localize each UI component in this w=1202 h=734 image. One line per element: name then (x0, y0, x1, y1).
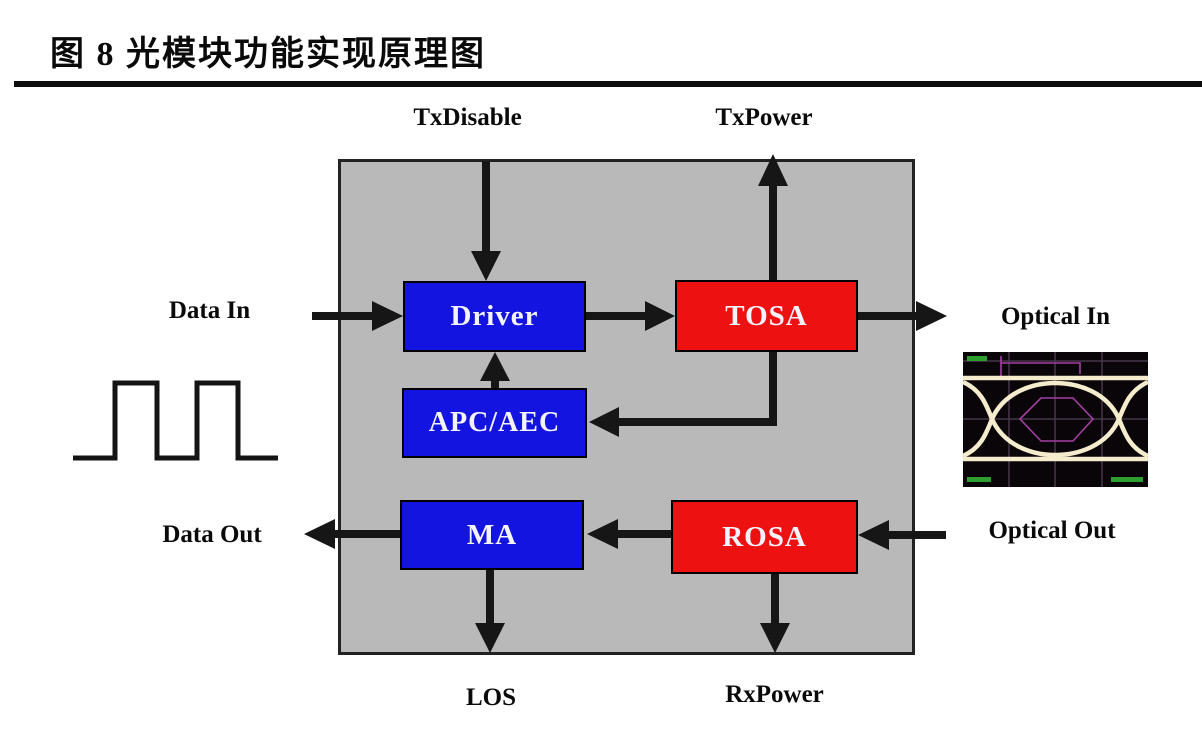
block-rosa-label: ROSA (722, 520, 807, 553)
label-txpower: TxPower (715, 104, 813, 131)
block-ma-label: MA (466, 518, 518, 551)
label-los: LOS (465, 684, 517, 711)
arrow-ma-to-data-out (304, 519, 401, 549)
arrow-los (475, 570, 505, 653)
label-data-in: Data In (168, 297, 251, 324)
title-divider (14, 81, 1202, 87)
block-tosa-label: TOSA (725, 299, 808, 332)
arrow-data-in (312, 301, 403, 331)
label-rxpower: RxPower (725, 681, 824, 708)
label-txdisable: TxDisable (413, 104, 522, 131)
arrow-optical-out-to-rosa (858, 520, 946, 550)
label-optical-out: Optical Out (988, 517, 1116, 544)
line-tosa-feedback-to-apc (589, 352, 777, 437)
block-apc-aec-label: APC/AEC (428, 407, 561, 438)
arrow-rxpower (760, 574, 790, 653)
arrow-txdisable (471, 161, 501, 281)
block-tosa: TOSA (675, 280, 858, 352)
block-rosa: ROSA (671, 500, 858, 574)
block-apc-aec: APC/AEC (402, 388, 587, 458)
arrow-driver-to-tosa (586, 301, 675, 331)
block-driver: Driver (403, 281, 586, 352)
figure-title: 图 8 光模块功能实现原理图 (50, 36, 486, 73)
square-wave-icon (73, 380, 278, 461)
block-driver-label: Driver (450, 300, 539, 332)
label-optical-in: Optical In (1000, 303, 1111, 330)
label-data-out: Data Out (162, 521, 262, 548)
arrow-rosa-to-ma (587, 519, 671, 549)
block-ma: MA (400, 500, 584, 570)
arrow-apc-to-driver (480, 352, 510, 390)
eye-diagram-icon (961, 352, 1150, 487)
arrow-tosa-to-optical-in (858, 301, 947, 331)
arrow-txpower (758, 154, 788, 282)
